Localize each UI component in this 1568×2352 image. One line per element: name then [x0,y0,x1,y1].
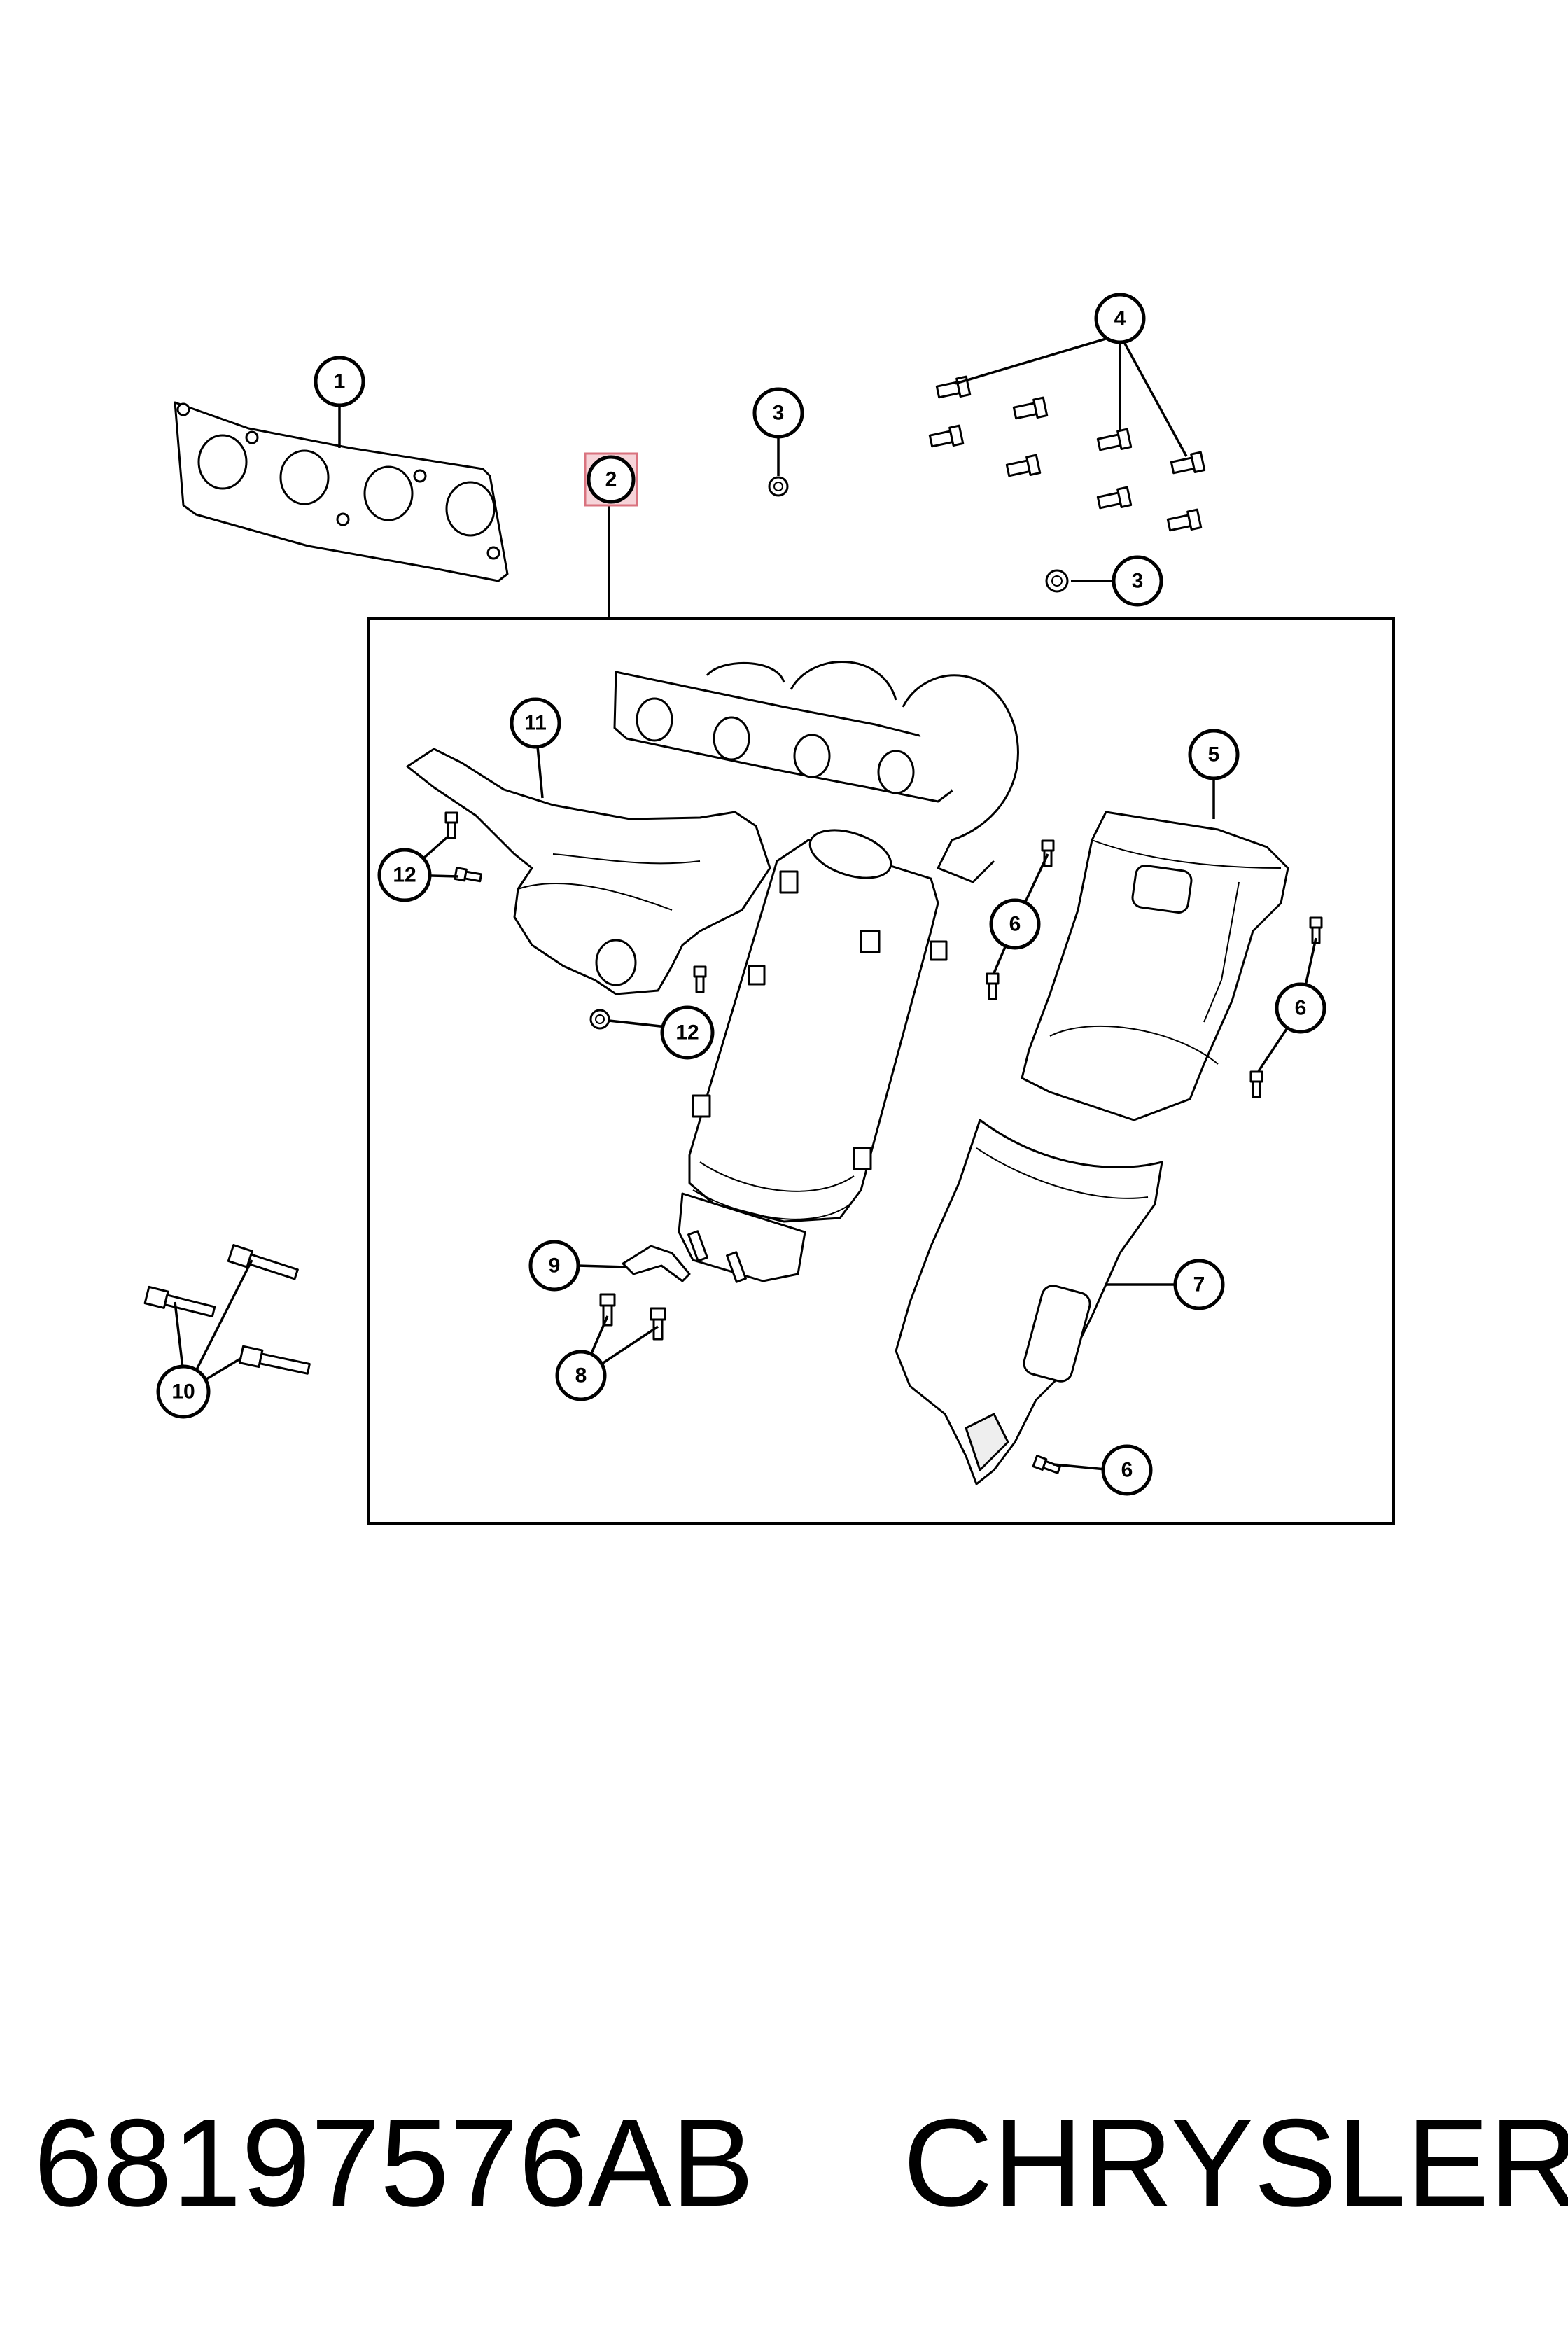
callout-9: 9 [528,1240,580,1292]
callout-12-left: 12 [377,848,432,902]
lower-converter-heat-shield [895,1119,1163,1485]
svg-text:12: 12 [393,864,416,887]
svg-text:9: 9 [549,1254,561,1278]
svg-text:12: 12 [676,1021,699,1044]
brand-name-text: CHRYSLER [903,2093,1568,2232]
upper-converter-heat-shield [1021,811,1289,1121]
svg-text:2: 2 [606,468,617,491]
callout-12-center: 12 [660,1005,715,1060]
manifold-stud-bolts [928,375,1206,532]
callout-5: 5 [1188,729,1240,780]
outlet-studs [144,1244,311,1375]
assembly-detail-frame [368,617,1395,1525]
svg-text:5: 5 [1208,743,1220,766]
callout-2-highlighted[interactable]: 2 [584,452,638,507]
svg-text:8: 8 [575,1364,587,1387]
svg-text:11: 11 [524,712,547,735]
part-number-text: 68197576AB [34,2093,755,2232]
callout-7: 7 [1173,1259,1225,1310]
callout-1: 1 [314,356,365,407]
callout-6-bottom: 6 [1101,1444,1153,1496]
manifold-nuts [768,476,1069,593]
svg-text:6: 6 [1009,913,1021,936]
svg-text:7: 7 [1194,1273,1205,1296]
callout-11: 11 [510,697,561,749]
callout-10: 10 [156,1364,211,1419]
svg-text:4: 4 [1114,307,1126,330]
svg-text:10: 10 [172,1380,195,1404]
callout-3-top: 3 [752,387,804,439]
exhaust-manifold-gasket [174,401,509,582]
shield-fasteners [444,811,1323,1474]
exhaust-manifold-converter [613,661,1019,1283]
callout-6-left: 6 [989,898,1041,950]
svg-text:3: 3 [773,402,785,425]
upper-heat-shield [406,748,771,995]
callout-8: 8 [555,1350,607,1401]
callout-4: 4 [1094,293,1146,344]
svg-text:3: 3 [1132,570,1144,593]
svg-text:6: 6 [1295,997,1307,1020]
svg-text:1: 1 [334,370,346,393]
svg-text:6: 6 [1121,1459,1133,1482]
callout-6-right: 6 [1275,982,1326,1034]
callout-3-right: 3 [1112,555,1163,607]
